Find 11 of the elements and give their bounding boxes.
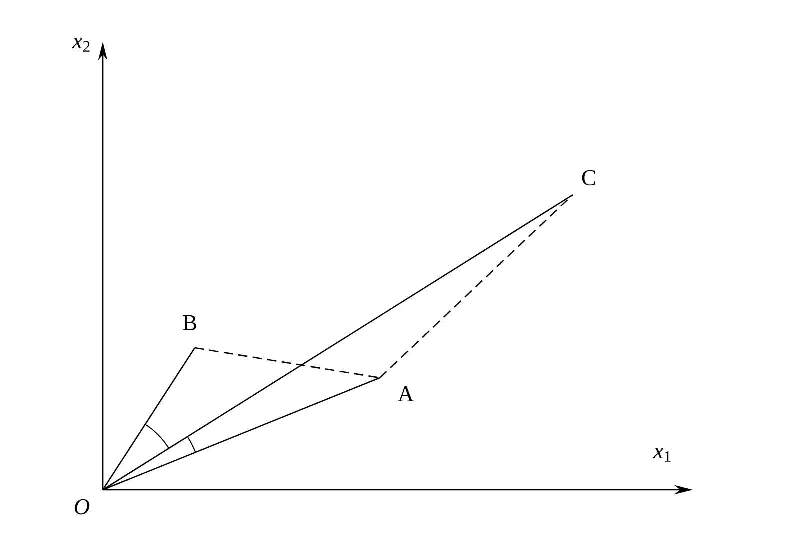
line-segment <box>102 194 574 491</box>
point-label: A <box>398 386 414 402</box>
line-segment <box>102 348 196 490</box>
line-segment <box>102 377 380 491</box>
axis-label: x$_{1}$ <box>653 448 671 462</box>
line-segment <box>194 347 380 379</box>
point-label: O <box>74 499 90 515</box>
axis-label: x$_{2}$ <box>72 38 90 52</box>
point-label: B <box>183 316 196 330</box>
line-segment <box>380 194 574 378</box>
point-label: C <box>582 170 596 186</box>
